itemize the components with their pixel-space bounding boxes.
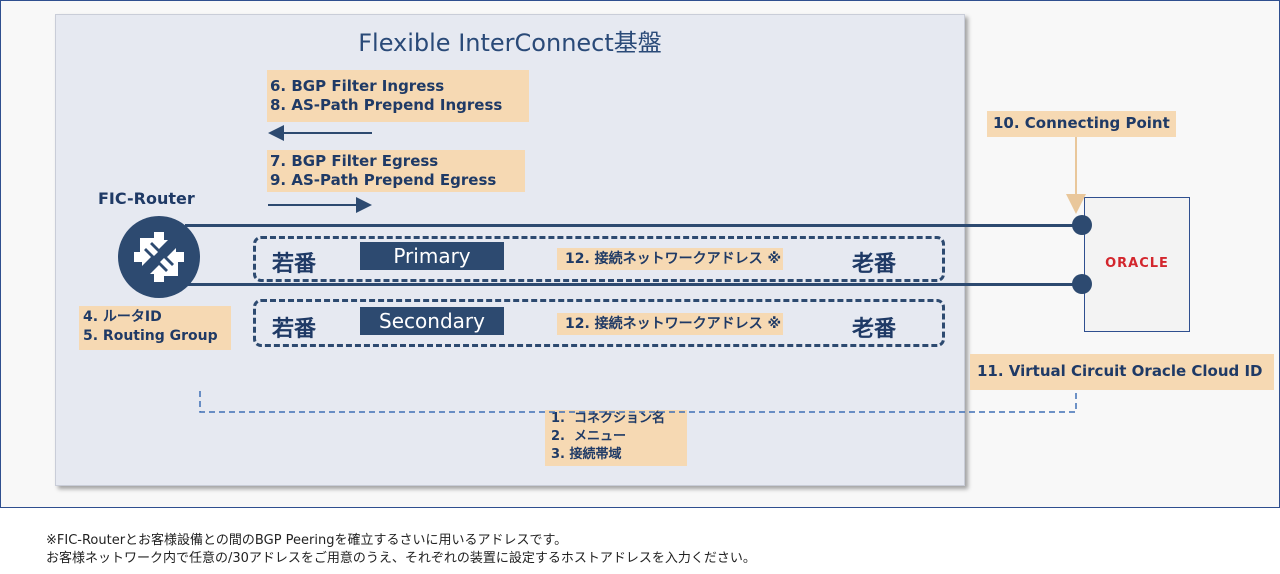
connecting-point-label: 10. Connecting Point — [987, 111, 1176, 137]
footnote-line-2: お客様ネットワーク内で任意の/30アドレスをご用意のうえ、それぞれの装置に設定す… — [46, 551, 756, 566]
routing-group-label: 5. Routing Group — [83, 328, 218, 344]
primary-badge: Primary — [360, 242, 504, 270]
oracle-logo: ORACLE — [1105, 256, 1169, 271]
primary-line — [185, 224, 1084, 227]
bgp-filter-egress: 7. BGP Filter Egress — [270, 152, 439, 170]
primary-circuit-box — [253, 236, 945, 282]
router-id-label: 4. ルータID — [83, 309, 162, 325]
router-label: 4. ルータID 5. Routing Group — [79, 306, 231, 350]
ingress-label: 6. BGP Filter Ingress 8. AS-Path Prepend… — [267, 70, 529, 122]
connecting-point-text: 10. Connecting Point — [993, 114, 1170, 132]
platform-title: Flexible InterConnect基盤 — [358, 29, 662, 57]
bgp-filter-ingress: 6. BGP Filter Ingress — [270, 77, 445, 95]
secondary-circuit-box — [253, 299, 945, 347]
fic-router-title: FIC-Router — [98, 189, 195, 208]
primary-connection-dot — [1072, 215, 1092, 235]
oracle-cloud-box: ORACLE — [1084, 197, 1190, 332]
egress-label: 7. BGP Filter Egress 9. AS-Path Prepend … — [267, 150, 525, 192]
secondary-connection-dot — [1072, 274, 1092, 294]
connection-label: 1. コネクション名 2. メニュー 3. 接続帯域 — [545, 410, 687, 466]
primary-high-label: 老番 — [852, 252, 897, 277]
virtual-circuit-text: 11. Virtual Circuit Oracle Cloud ID — [977, 362, 1263, 380]
secondary-high-label: 老番 — [852, 317, 897, 342]
connection-name-label: 1. コネクション名 — [551, 411, 666, 426]
primary-low-label: 若番 — [272, 252, 317, 277]
virtual-circuit-label: 11. Virtual Circuit Oracle Cloud ID — [970, 354, 1274, 390]
secondary-network-address: 12. 接続ネットワークアドレス ※ — [557, 313, 783, 335]
as-path-prepend-egress: 9. AS-Path Prepend Egress — [270, 171, 497, 189]
secondary-low-label: 若番 — [272, 317, 317, 342]
primary-network-address: 12. 接続ネットワークアドレス ※ — [557, 248, 783, 270]
router-icon — [118, 216, 200, 298]
bandwidth-label: 3. 接続帯域 — [551, 447, 622, 462]
menu-label: 2. メニュー — [551, 429, 627, 444]
footnote-line-1: ※FIC-Routerとお客様設備との間のBGP Peeringを確立するさいに… — [46, 533, 568, 548]
secondary-line — [185, 283, 1084, 286]
connection-dashed-line — [199, 390, 1077, 413]
secondary-badge: Secondary — [360, 307, 504, 335]
as-path-prepend-ingress: 8. AS-Path Prepend Ingress — [270, 96, 503, 114]
